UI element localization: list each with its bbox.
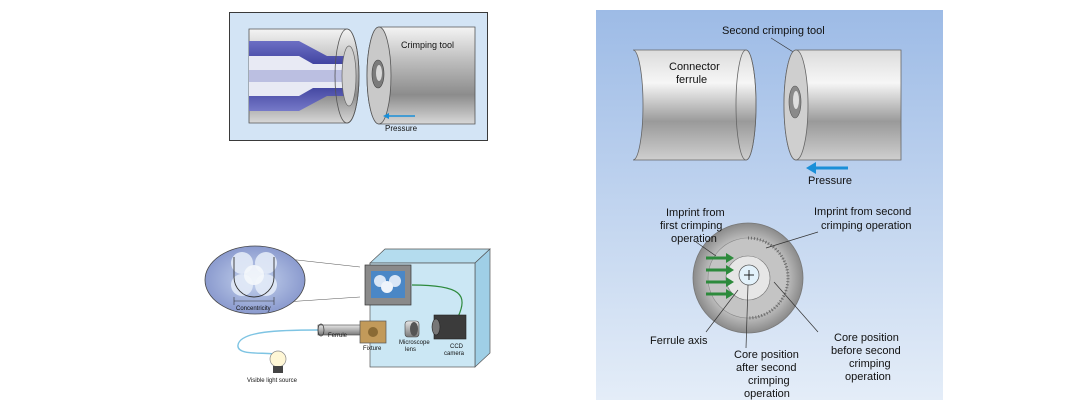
light-source-label: Visible light source bbox=[247, 378, 298, 384]
crimping-tool-cylinder bbox=[366, 26, 476, 125]
fiber-cable bbox=[237, 329, 319, 356]
ferrule-axis-label: Ferrule axis bbox=[650, 335, 708, 347]
core-before-3: crimping bbox=[849, 358, 891, 370]
ferrule-cylinder bbox=[248, 28, 360, 124]
concentricity-label: Concentricity bbox=[236, 306, 271, 312]
imprint-first-1: Imprint from bbox=[666, 207, 725, 219]
ccd-camera bbox=[431, 314, 467, 340]
microscope-lens bbox=[404, 320, 420, 338]
fixture bbox=[359, 320, 387, 344]
core-after-4: operation bbox=[744, 388, 790, 400]
microscope-label-1: Microscope bbox=[399, 340, 430, 346]
core-after-1: Core position bbox=[734, 349, 799, 361]
pressure-label: Pressure bbox=[808, 175, 852, 187]
core-before-2: before second bbox=[831, 345, 901, 357]
second-crimp-panel: Second crimping tool Connector ferrule P… bbox=[596, 10, 943, 400]
ferrule-label-2: ferrule bbox=[676, 74, 707, 86]
crimping-tool-panel: Crimping tool Pressure bbox=[229, 12, 488, 141]
connector-ferrule bbox=[632, 49, 757, 161]
magnified-view bbox=[204, 245, 361, 315]
microscope-label-2: lens bbox=[405, 347, 416, 353]
fixture-label: Fixture bbox=[363, 346, 382, 352]
imprint-first-2: first crimping bbox=[660, 220, 722, 232]
pressure-arrow bbox=[383, 113, 415, 119]
ferrule-label-1: Connector bbox=[669, 61, 720, 73]
crimping-tool-label: Crimping tool bbox=[401, 40, 454, 50]
measurement-setup-panel: Concentricity Ferrule Fixture Microscope… bbox=[200, 235, 500, 395]
imprint-first-3: operation bbox=[671, 233, 717, 245]
core-after-3: crimping bbox=[748, 375, 790, 387]
green-imprint-arrows bbox=[706, 253, 734, 299]
camera-cable bbox=[411, 284, 463, 318]
leader-lines bbox=[695, 231, 819, 349]
light-bulb-icon bbox=[269, 350, 287, 373]
ccd-label-1: CCD bbox=[450, 344, 464, 350]
pressure-label: Pressure bbox=[385, 124, 418, 133]
core-before-1: Core position bbox=[834, 332, 899, 344]
imprint-second-1: Imprint from second bbox=[814, 206, 911, 218]
imprint-second-2: crimping operation bbox=[821, 220, 912, 232]
core-before-4: operation bbox=[845, 371, 891, 383]
second-crimping-tool bbox=[783, 49, 902, 161]
second-tool-label: Second crimping tool bbox=[722, 25, 825, 37]
ccd-label-2: camera bbox=[444, 351, 465, 357]
pressure-arrow bbox=[806, 162, 848, 174]
ferrule-label: Ferrule bbox=[328, 333, 348, 339]
monitor bbox=[364, 264, 412, 306]
core-after-2: after second bbox=[736, 362, 797, 374]
